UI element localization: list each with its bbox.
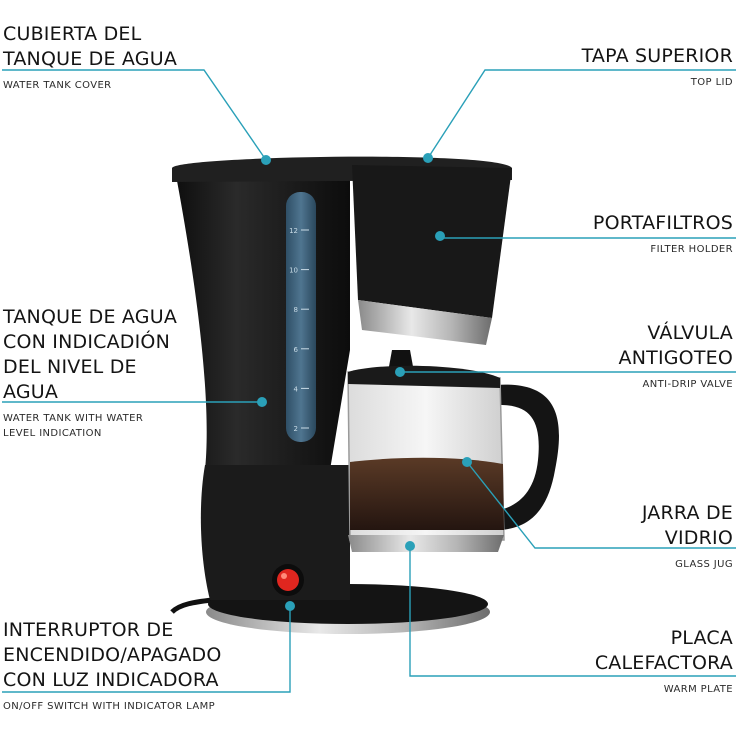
label-subtitle: FILTER HOLDER [650,244,733,255]
label-subtitle: TOP LID [690,77,733,88]
coffee-liquid [350,457,504,530]
level-mark-label: 6 [294,346,299,354]
label-warm-plate: PLACA CALEFACTORA WARM PLATE [595,626,733,697]
level-marks: 12 10 8 6 4 2 [289,227,309,433]
lower-body [200,465,350,600]
label-title: PORTAFILTROS [592,212,733,234]
label-title: PLACA CALEFACTORA [594,627,733,674]
switch-highlight [281,573,287,579]
power-cord [170,597,213,614]
label-filter-holder: PORTAFILTROS FILTER HOLDER [593,211,733,257]
label-power-switch: INTERRUPTOR DE ENCENDIDO/APAGADO CON LUZ… [3,618,222,714]
leader-water-tank-cover [2,69,267,161]
label-subtitle: WARM PLATE [663,684,733,695]
water-level-window [286,192,316,442]
jug-bottom-chrome [348,535,504,552]
label-subtitle: ANTI-DRIP VALVE [642,379,733,390]
power-switch-button[interactable] [277,569,299,591]
leader-top-lid [427,69,736,159]
label-subtitle: GLASS JUG [675,559,733,570]
label-title: JARRA DE VIDRIO [641,502,733,549]
label-subtitle: WATER TANK WITH WATER LEVEL INDICATION [3,413,144,439]
label-glass-jug: JARRA DE VIDRIO GLASS JUG [642,501,733,572]
label-top-lid: TAPA SUPERIOR TOP LID [582,44,733,90]
leader-warm-plate [409,546,736,677]
level-mark-label: 8 [294,306,298,314]
label-water-tank: TANQUE DE AGUA CON INDICADIÓN DEL NIVEL … [3,305,177,441]
label-water-tank-cover: CUBIERTA DEL TANQUE DE AGUA WATER TANK C… [3,22,177,93]
level-mark-label: 4 [294,385,299,393]
label-title: TAPA SUPERIOR [581,45,733,67]
leader-lines [2,69,736,693]
leader-glass-jug [466,461,736,549]
label-subtitle: ON/OFF SWITCH WITH INDICATOR LAMP [3,701,216,712]
level-mark-label: 10 [289,267,298,275]
label-subtitle: WATER TANK COVER [3,80,112,91]
label-anti-drip-valve: VÁLVULA ANTIGOTEO ANTI-DRIP VALVE [619,321,733,392]
jug-handle [495,384,559,530]
filter-holder-shape [352,165,512,318]
level-mark-label: 12 [289,227,298,235]
leader-dots [257,153,472,611]
level-mark-label: 2 [294,425,298,433]
filter-holder-chrome [358,300,492,345]
label-title: TANQUE DE AGUA CON INDICADIÓN DEL NIVEL … [3,306,178,403]
leader-power-switch [2,606,291,693]
label-title: CUBIERTA DEL TANQUE DE AGUA [3,23,178,70]
label-title: VÁLVULA ANTIGOTEO [618,322,733,369]
label-title: INTERRUPTOR DE ENCENDIDO/APAGADO CON LUZ… [3,619,222,691]
